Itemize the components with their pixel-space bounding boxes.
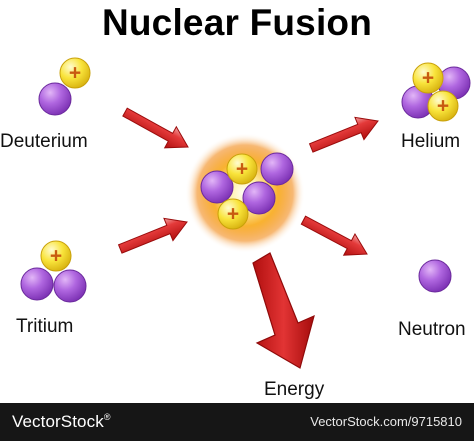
proton-particle: +: [217, 198, 249, 230]
neutron-particle: [53, 269, 87, 303]
label-helium: Helium: [401, 131, 461, 152]
neutron-particle: [242, 181, 276, 215]
proton-particle: +: [412, 62, 444, 94]
label-deuterium: Deuterium: [0, 131, 88, 152]
svg-text:+: +: [69, 62, 81, 85]
label-neutron: Neutron: [398, 319, 466, 340]
helium-nucleus: + +: [401, 62, 471, 122]
svg-text:+: +: [236, 158, 248, 181]
diagram-title: Nuclear Fusion: [101, 2, 373, 43]
watermark-footer: VectorStock® VectorStock.com/9715810: [0, 403, 474, 441]
svg-text:+: +: [227, 203, 239, 226]
svg-text:+: +: [50, 245, 62, 268]
neutron-particle: [200, 170, 234, 204]
label-energy: Energy: [264, 379, 325, 400]
arrow-tritium-in: [117, 217, 188, 254]
tritium-nucleus: +: [20, 240, 87, 303]
proton-particle: +: [427, 90, 459, 122]
arrow-energy-out: [252, 252, 315, 369]
label-tritium: Tritium: [16, 316, 74, 337]
fusion-reaction: + +: [185, 133, 305, 253]
watermark-id: VectorStock.com/9715810: [310, 414, 462, 429]
arrow-helium-out: [308, 116, 379, 153]
watermark-brand: VectorStock®: [12, 412, 111, 432]
neutron-particle: [20, 267, 54, 301]
arrow-neutron-out: [300, 215, 368, 256]
neutron-particle: [38, 82, 72, 116]
watermark-brand-text: VectorStock: [12, 412, 104, 431]
proton-particle: +: [40, 240, 72, 272]
arrow-deuterium-in: [122, 107, 189, 149]
free-neutron: [418, 259, 452, 293]
neutron-particle: [260, 152, 294, 186]
svg-text:+: +: [437, 95, 449, 118]
svg-text:+: +: [422, 67, 434, 90]
proton-particle: +: [59, 57, 91, 89]
trademark-mark: ®: [103, 412, 111, 422]
proton-particle: +: [226, 153, 258, 185]
deuterium-nucleus: +: [38, 57, 91, 116]
